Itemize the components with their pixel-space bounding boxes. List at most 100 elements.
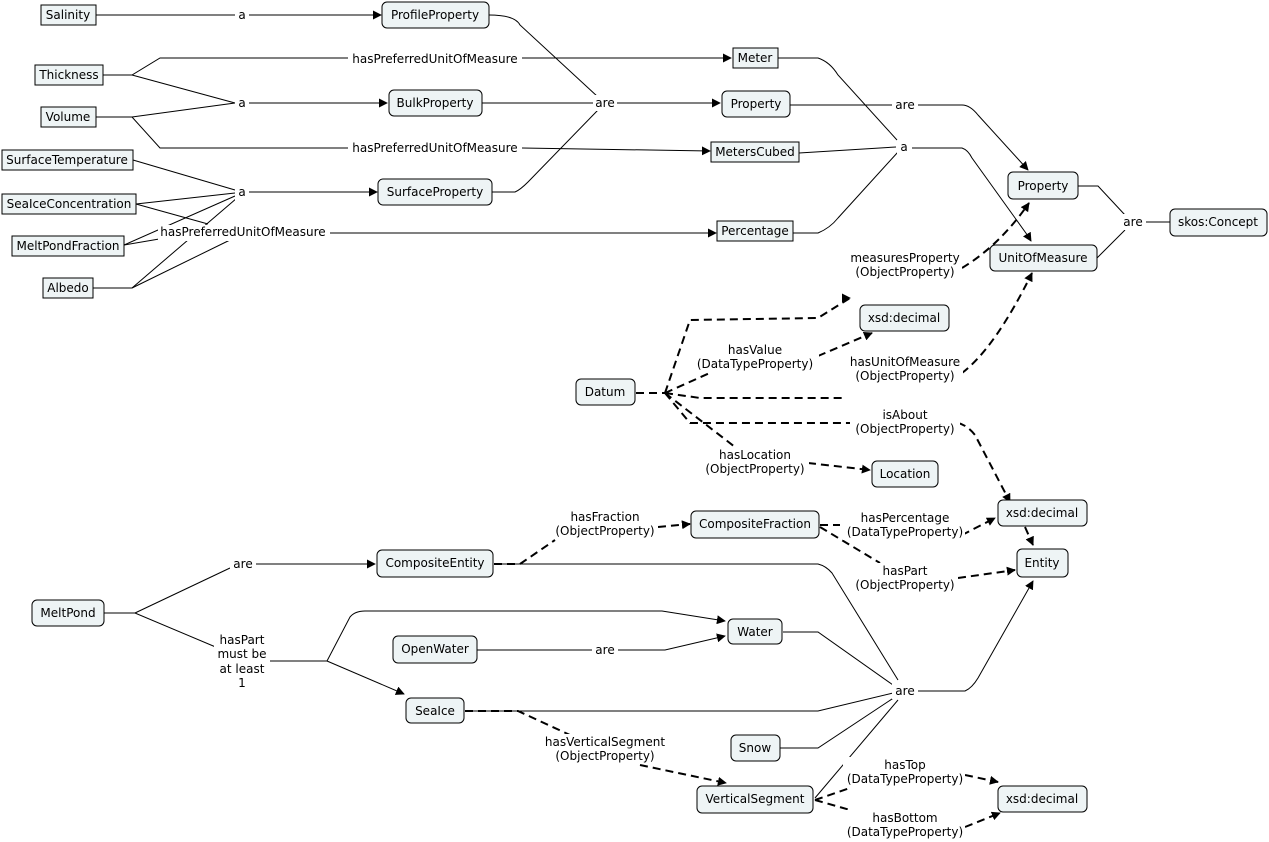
node-label: xsd:decimal: [868, 311, 940, 325]
node-snow[interactable]: Snow: [730, 734, 781, 762]
link-label-a: a: [238, 185, 245, 199]
node-datum[interactable]: Datum: [575, 378, 636, 406]
node-label: xsd:decimal: [1006, 506, 1078, 520]
node-xsd-decimal-percentage[interactable]: xsd:decimal: [997, 499, 1088, 527]
node-label: xsd:decimal: [1006, 792, 1078, 806]
node-label: skos:Concept: [1178, 215, 1258, 229]
link-label-has-fraction-line: hasFraction: [570, 510, 639, 524]
link-label-has-vertical-segment-type: (ObjectProperty): [555, 749, 654, 763]
node-label: ProfileProperty: [391, 8, 479, 22]
node-melt-pond-fraction[interactable]: MeltPondFraction: [11, 235, 125, 257]
node-meters-cubed[interactable]: MetersCubed: [710, 141, 800, 163]
node-salinity[interactable]: Salinity: [40, 4, 97, 26]
node-composite-entity[interactable]: CompositeEntity: [376, 549, 494, 578]
node-label: VerticalSegment: [706, 792, 805, 806]
node-melt-pond[interactable]: MeltPond: [31, 599, 105, 627]
link-label-has-unit-of-measure: hasUnitOfMeasure(ObjectProperty): [850, 355, 960, 383]
node-label: MeltPond: [40, 606, 95, 620]
link-label-has-value: hasValue(DataTypeProperty): [697, 343, 813, 371]
link-label-are: are: [595, 96, 614, 110]
node-label: MeltPondFraction: [16, 239, 119, 253]
node-sea-ice[interactable]: SeaIce: [405, 697, 465, 724]
node-label: Water: [737, 625, 773, 639]
link-label-has-part: hasPart(ObjectProperty): [855, 564, 954, 592]
link-label-a: a: [238, 96, 245, 110]
node-bulk-property[interactable]: BulkProperty: [388, 89, 483, 117]
node-label: CompositeEntity: [385, 556, 484, 570]
node-xsd-decimal-value[interactable]: xsd:decimal: [859, 304, 950, 332]
node-label: SurfaceProperty: [387, 185, 484, 199]
node-thickness[interactable]: Thickness: [34, 64, 104, 86]
link-label-has-preferred-unit: hasPreferredUnitOfMeasure: [352, 141, 517, 155]
node-label: SeaIceConcentration: [7, 197, 132, 211]
link-label-has-bottom-line: hasBottom: [872, 811, 937, 825]
link-label-has-fraction-type: (ObjectProperty): [555, 524, 654, 538]
node-label: Location: [880, 467, 931, 481]
link-label-must-be-line: must be: [217, 647, 266, 661]
link-label-has-location-line: hasLocation: [719, 448, 791, 462]
link-label-is-about-type: (ObjectProperty): [855, 422, 954, 436]
connector-lines: [93, 10, 1170, 828]
node-surface-temperature[interactable]: SurfaceTemperature: [1, 149, 134, 171]
node-location[interactable]: Location: [871, 460, 939, 488]
link-label-has-part-type: (ObjectProperty): [855, 578, 954, 592]
node-surface-property[interactable]: SurfaceProperty: [377, 178, 493, 206]
link-label-has-part-line: hasPart: [883, 564, 928, 578]
node-label: Entity: [1024, 556, 1059, 570]
link-label-are: are: [233, 557, 252, 571]
link-label-has-bottom-type: (DataTypeProperty): [847, 825, 963, 839]
node-label: Albedo: [47, 281, 89, 295]
link-label-has-percentage: hasPercentage(DataTypeProperty): [847, 511, 963, 539]
node-label: Volume: [46, 110, 91, 124]
link-label-has-location: hasLocation(ObjectProperty): [705, 448, 804, 476]
node-label: SurfaceTemperature: [6, 153, 128, 167]
node-label: Property: [731, 97, 782, 111]
node-albedo[interactable]: Albedo: [42, 277, 94, 299]
node-volume[interactable]: Volume: [40, 106, 97, 128]
node-percentage[interactable]: Percentage: [716, 220, 794, 242]
node-property-right[interactable]: Property: [1007, 171, 1079, 200]
node-profile-property[interactable]: ProfileProperty: [381, 1, 490, 29]
link-label-has-top: hasTop(DataTypeProperty): [847, 758, 963, 786]
node-label: CompositeFraction: [699, 517, 811, 531]
link-label-has-fraction: hasFraction(ObjectProperty): [555, 510, 654, 538]
link-label-at-least-line: at least: [220, 662, 265, 676]
link-label-has-unit-line: hasUnitOfMeasure: [850, 355, 960, 369]
node-open-water[interactable]: OpenWater: [392, 635, 478, 664]
node-composite-fraction[interactable]: CompositeFraction: [690, 510, 820, 539]
node-label: OpenWater: [401, 642, 469, 656]
node-skos-concept[interactable]: skos:Concept: [1169, 208, 1268, 237]
node-label: Snow: [739, 741, 772, 755]
link-label-has-value-line: hasValue: [728, 343, 782, 357]
link-label-a: a: [900, 140, 907, 154]
node-water[interactable]: Water: [727, 618, 783, 645]
link-label-has-preferred-unit: hasPreferredUnitOfMeasure: [160, 225, 325, 239]
link-label-is-about-line: isAbout: [882, 408, 927, 422]
node-label: UnitOfMeasure: [998, 251, 1087, 265]
link-label-has-percentage-line: hasPercentage: [861, 511, 950, 525]
link-label-are: are: [595, 643, 614, 657]
node-sea-ice-concentration[interactable]: SeaIceConcentration: [1, 193, 137, 215]
link-label-has-percentage-type: (DataTypeProperty): [847, 525, 963, 539]
link-label-has-top-type: (DataTypeProperty): [847, 772, 963, 786]
node-property-mid[interactable]: Property: [721, 90, 791, 118]
node-vertical-segment[interactable]: VerticalSegment: [696, 785, 814, 814]
link-label-has-location-type: (ObjectProperty): [705, 462, 804, 476]
link-label-is-about: isAbout(ObjectProperty): [855, 408, 954, 436]
node-entity[interactable]: Entity: [1016, 548, 1069, 578]
node-label: Datum: [585, 385, 626, 399]
link-label-has-preferred-unit: hasPreferredUnitOfMeasure: [352, 52, 517, 66]
node-unit-of-measure[interactable]: UnitOfMeasure: [989, 244, 1098, 272]
link-label-has-vertical-segment-line: hasVerticalSegment: [545, 735, 665, 749]
link-label-measures-property-type: (ObjectProperty): [855, 265, 954, 279]
link-label-has-bottom: hasBottom(DataTypeProperty): [847, 811, 963, 839]
node-meter[interactable]: Meter: [732, 47, 779, 69]
link-label-measures-property-line: measuresProperty: [850, 251, 959, 265]
link-label-are: are: [895, 684, 914, 698]
node-xsd-decimal-segment[interactable]: xsd:decimal: [997, 785, 1088, 813]
node-label: Percentage: [721, 224, 789, 238]
link-label-has-top-line: hasTop: [884, 758, 925, 772]
node-label: Property: [1018, 179, 1069, 193]
